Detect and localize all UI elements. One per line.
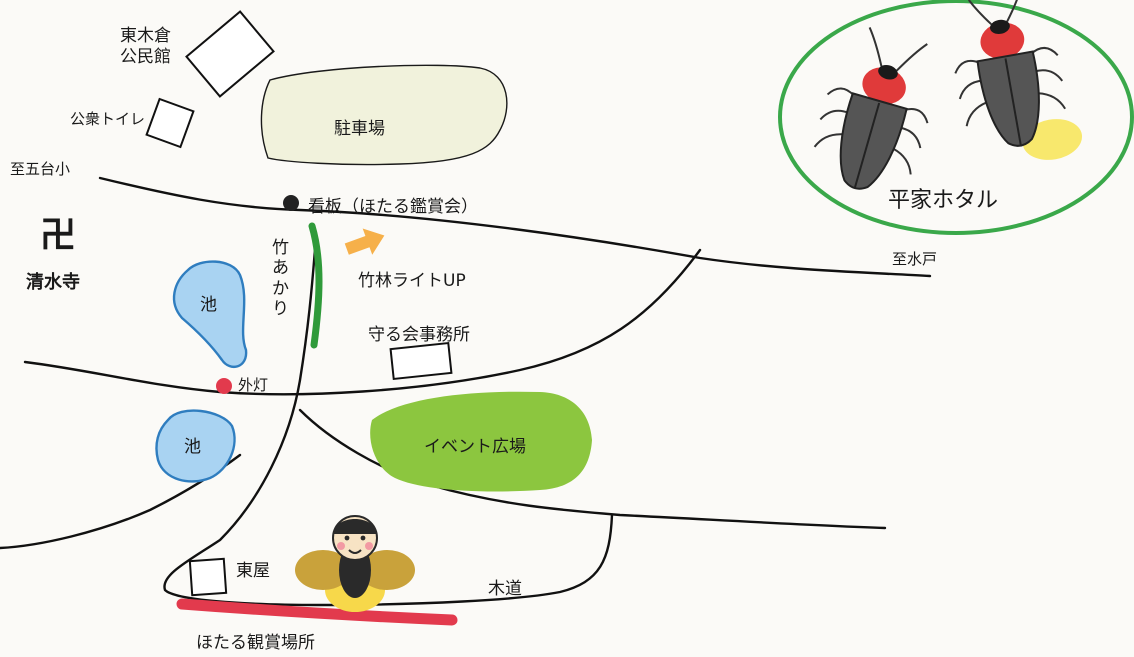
pond-upper-label: 池 [200, 295, 217, 315]
bamboo-forest-label: 竹林ライトUP [358, 271, 466, 291]
pond-lower [155, 409, 236, 483]
viewing-spot-label: ほたる観賞場所 [196, 633, 315, 653]
to-mito-label: 至水戸 [892, 250, 938, 268]
road-diagonal [298, 408, 887, 530]
firefly-icon [813, 27, 929, 190]
office-label: 守る会事務所 [368, 325, 470, 345]
road-vertical [163, 234, 614, 607]
temple-icon: 卍 [40, 215, 77, 256]
community-hall-building [185, 10, 275, 98]
firefly-icon [954, 0, 1083, 160]
event-plaza-label: イベント広場 [424, 437, 526, 457]
event-plaza-area [370, 391, 592, 492]
firefly-mascot-icon [295, 515, 415, 612]
boardwalk-label: 木道 [488, 579, 522, 599]
street-lamp-label: 外灯 [238, 376, 269, 394]
signboard-dot [283, 195, 299, 211]
parking-label: 駐車場 [334, 119, 385, 139]
toilet-building [145, 97, 195, 149]
community-hall-label: 東木倉 公民館 [120, 26, 171, 68]
temple-name-label: 清水寺 [26, 272, 80, 293]
office-building [389, 341, 453, 381]
to-godaisho-label: 至五台小 [10, 160, 71, 178]
pond-upper [172, 260, 248, 369]
road-main [98, 176, 932, 278]
bamboo-light-label: 竹 あ か り [272, 238, 289, 320]
parking-area [260, 64, 508, 166]
toilet-label: 公衆トイレ [70, 110, 146, 128]
viewing-spot-bar [176, 598, 458, 626]
arrow-right-icon [344, 228, 385, 255]
bamboo-light-bar [308, 222, 323, 349]
heike-firefly-label: 平家ホタル [888, 188, 999, 213]
road-cross [23, 248, 702, 396]
gazebo-label: 東屋 [236, 561, 270, 581]
gazebo-building [188, 557, 228, 597]
heike-firefly-circle [778, 0, 1134, 235]
street-lamp-dot [216, 378, 232, 394]
signboard-label: 看板（ほたる鑑賞会） [308, 197, 478, 217]
pond-lower-label: 池 [184, 437, 201, 457]
